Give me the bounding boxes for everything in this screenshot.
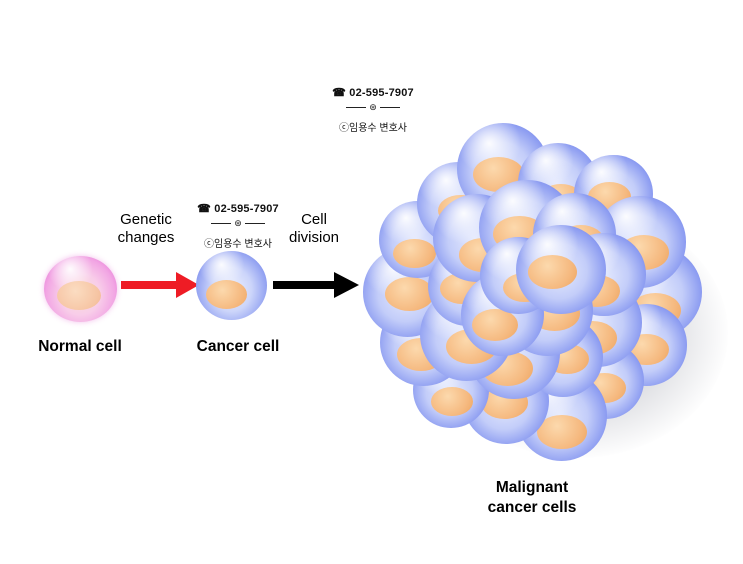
asterisk-dot-icon: ⊛ [234,218,242,228]
normal-cell-graphic [44,256,117,322]
divider-line [379,107,400,108]
asterisk-dot-icon: ⊛ [369,102,377,112]
watermark-divider: ⊛ [186,219,290,228]
arrow-head [176,272,199,298]
arrow-shaft [121,281,178,289]
divider-line [346,107,367,108]
arrow-head [334,272,359,298]
malignant-cluster [362,122,702,461]
cancer-cell-sphere-nucleus [528,254,578,289]
watermark-middle: ☎ 02-595-7907 ⊛ ⓒ임용수 변호사 [186,202,290,250]
genetic-changes-label: Genetic changes [117,211,175,246]
cancer-cell-graphic [196,251,267,320]
cancer-cell-sphere-nucleus [537,414,587,450]
normal-cell-nucleus [57,281,101,311]
cell-division-arrow [273,272,359,298]
malignant-cancer-cells-label: Malignant cancer cells [487,479,577,517]
arrow-shaft [273,281,336,289]
cancer-cell-nucleus [205,279,248,309]
cancer-cell-sphere [516,225,606,315]
cell-division-label: Cell division [288,211,340,246]
cancer-cell-label: Cancer cell [196,338,280,355]
divider-line [244,223,265,224]
watermark-copyright: ⓒ임용수 변호사 [204,239,272,250]
watermark-top: ☎ 02-595-7907 ⊛ ⓒ임용수 변호사 [321,86,425,134]
watermark-copyright: ⓒ임용수 변호사 [339,123,407,134]
divider-line [211,223,232,224]
watermark-divider: ⊛ [321,103,425,112]
cancer-cell-sphere-nucleus [393,239,436,269]
normal-cell-label: Normal cell [38,338,122,355]
watermark-phone-number: ☎ 02-595-7907 [332,87,414,99]
cancer-cell-sphere-nucleus [431,387,473,416]
watermark-phone-number: ☎ 02-595-7907 [197,203,279,215]
genetic-changes-arrow [121,272,199,298]
cancer-cell-sphere-nucleus [384,277,435,312]
cancer-cell-sphere-nucleus [472,309,519,342]
